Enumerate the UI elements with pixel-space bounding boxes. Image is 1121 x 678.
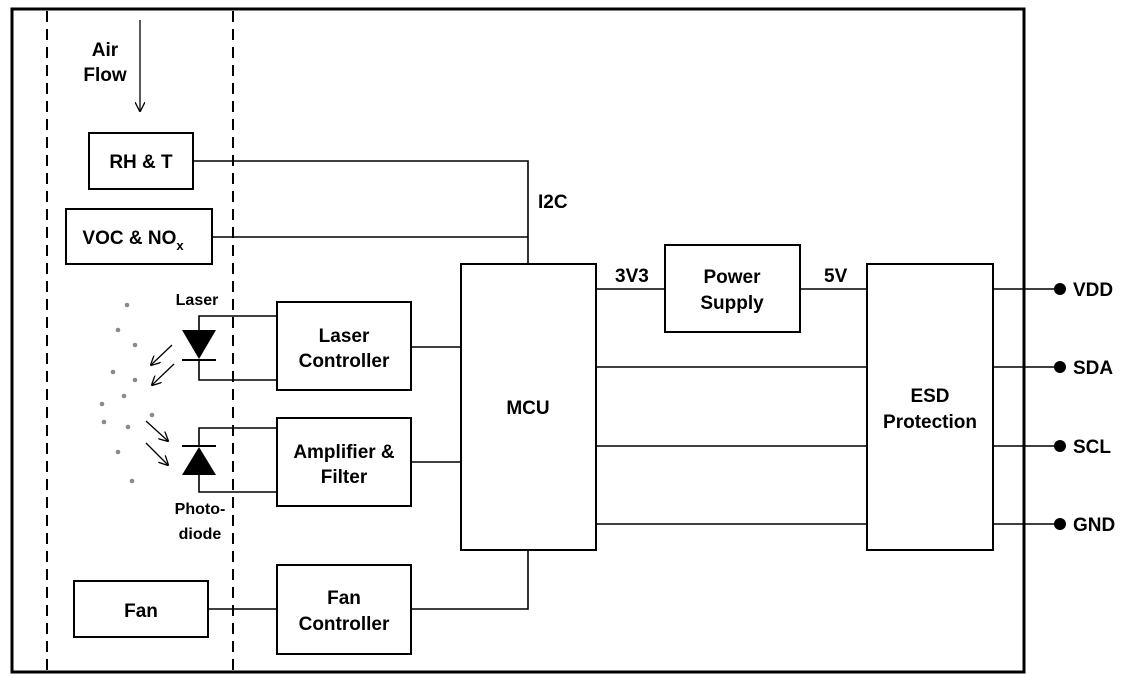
rh-t-sensor-label: RH & T	[109, 152, 173, 173]
5v-label: 5V	[824, 266, 848, 287]
airflow-label-line2: Flow	[83, 65, 126, 86]
fan-label: Fan	[124, 601, 158, 622]
laser-controller-box	[276, 301, 412, 391]
3v3-label: 3V3	[615, 266, 649, 287]
particles-icon	[99, 302, 155, 484]
fan-controller-label-line1: Fan	[327, 588, 361, 609]
vdd-pin-label: VDD	[1073, 280, 1113, 301]
photodiode-label-line2: diode	[179, 526, 222, 543]
outer-frame	[10, 7, 1026, 674]
esd-protection-label-line1: ESD	[910, 386, 949, 407]
airflow-label-line1: Air	[92, 40, 119, 61]
esd-protection-label-line2: Protection	[883, 412, 977, 433]
esd-protection-box	[866, 263, 994, 551]
rh-t-sensor-box	[88, 132, 194, 190]
fan-controller-box	[276, 564, 412, 655]
laser-emission-arrows-icon	[151, 344, 175, 385]
photodiode-incident-arrows-icon	[145, 420, 168, 465]
sda-pin-label: SDA	[1073, 358, 1113, 379]
laser-label: Laser	[176, 292, 219, 309]
gnd-pin-dot	[1054, 518, 1066, 530]
laser-diode-icon	[182, 330, 216, 361]
i2c-label: I2C	[538, 192, 568, 213]
vdd-pin-dot	[1054, 283, 1066, 295]
power-supply-label-line2: Supply	[700, 293, 764, 314]
scl-pin-label: SCL	[1073, 437, 1111, 458]
fan-box	[73, 580, 209, 638]
laser-controller-label-line1: Laser	[319, 326, 370, 347]
laser-controller-label-line2: Controller	[299, 351, 390, 372]
photodiode-label-line1: Photo-	[175, 501, 226, 518]
fan-controller-label-line2: Controller	[299, 614, 390, 635]
gnd-pin-label: GND	[1073, 515, 1115, 536]
power-supply-label-line1: Power	[703, 267, 761, 288]
power-supply-box	[664, 244, 801, 333]
mcu-box	[460, 263, 597, 551]
mcu-label: MCU	[506, 398, 549, 419]
photodiode-icon	[182, 445, 216, 475]
sda-pin-dot	[1054, 361, 1066, 373]
scl-pin-dot	[1054, 440, 1066, 452]
voc-nox-sensor-box	[65, 208, 213, 265]
amplifier-filter-label-line1: Amplifier &	[293, 442, 395, 463]
voc-nox-sensor-label: VOC & NOx	[82, 228, 184, 253]
amplifier-filter-box	[276, 417, 412, 507]
wires	[193, 160, 1060, 610]
amplifier-filter-label-line2: Filter	[321, 467, 368, 488]
